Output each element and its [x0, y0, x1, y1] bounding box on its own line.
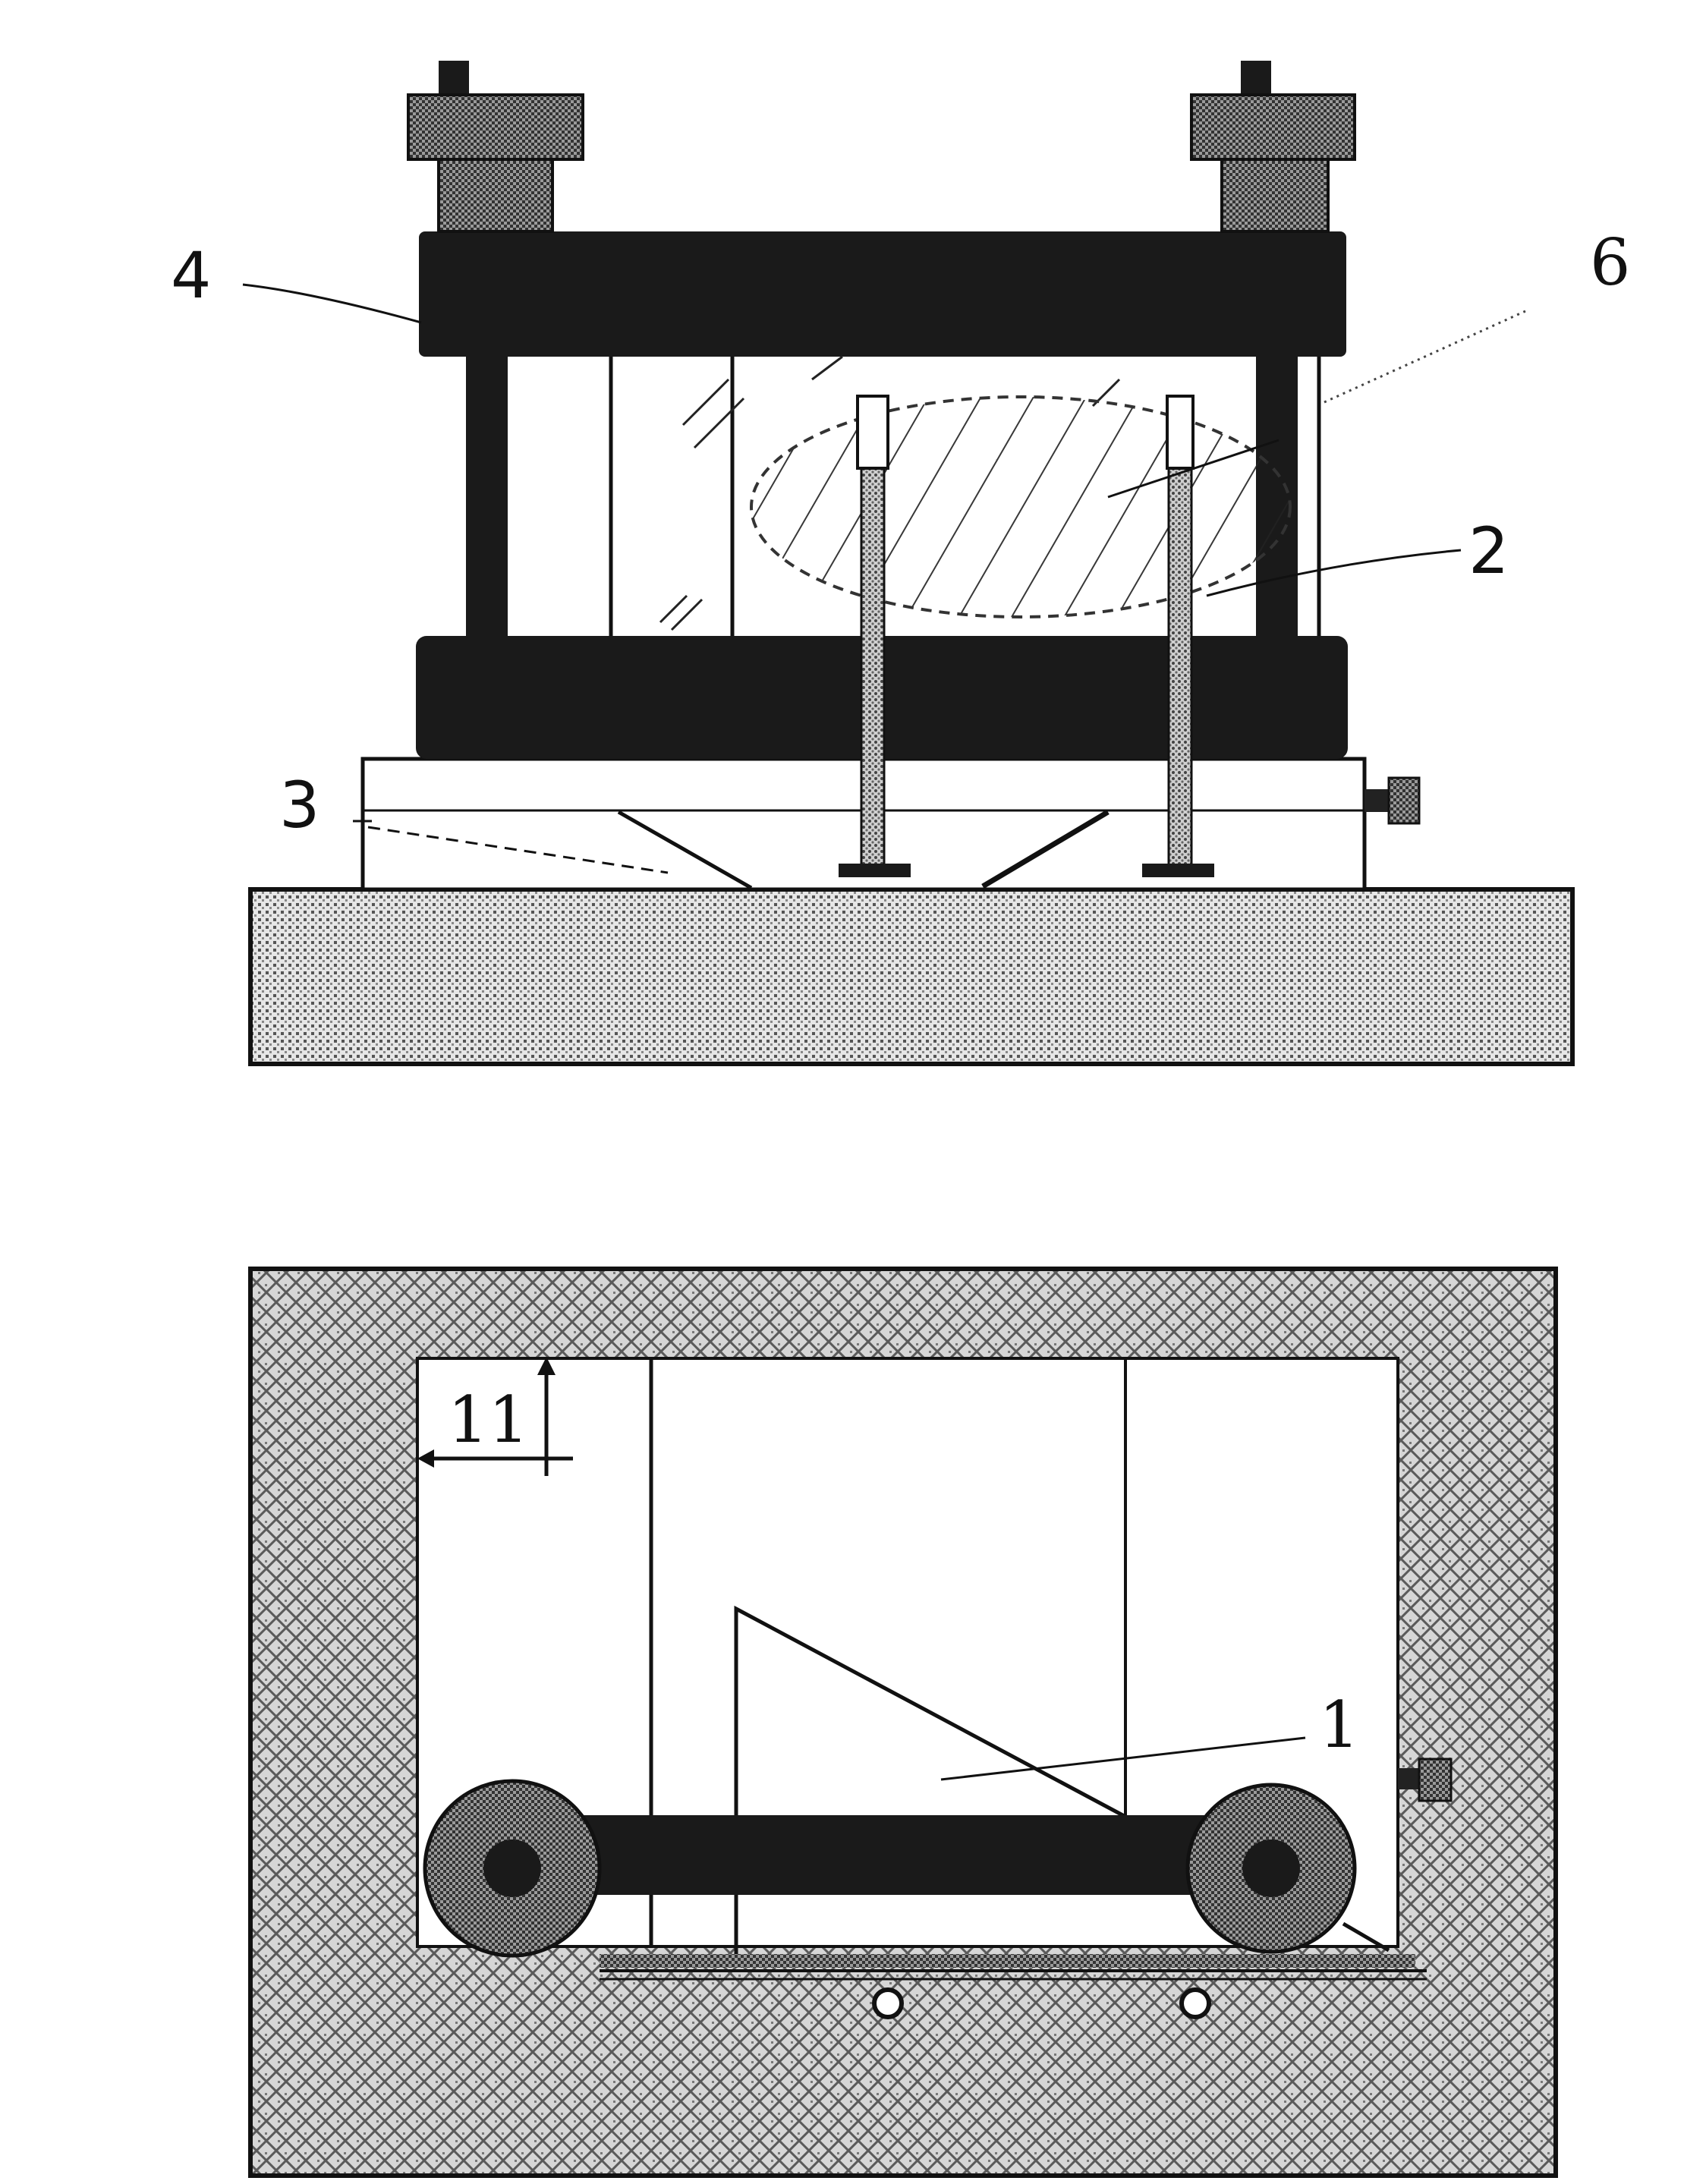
- label-11: 11: [448, 1383, 529, 1457]
- roller-bar: [505, 1815, 1290, 1895]
- base-block: [248, 887, 1575, 1066]
- right-nut: [1190, 61, 1356, 233]
- left-rod-cap: [856, 395, 889, 470]
- label-4: 4: [171, 238, 211, 313]
- left-nut: [407, 61, 584, 233]
- right-rod: [1167, 465, 1193, 867]
- right-roller: [1185, 1783, 1357, 1954]
- left-rod-foot: [839, 864, 911, 877]
- press-plan-view: 11 1: [248, 1267, 1558, 2178]
- bottom-rail: [600, 1954, 1415, 1968]
- left-column: [466, 357, 508, 636]
- press-side-view: 4 6 2 3: [171, 61, 1630, 1066]
- right-rod-foot: [1142, 864, 1214, 877]
- left-roller: [423, 1779, 602, 1958]
- label-6: 6: [1590, 225, 1630, 300]
- side-screw: [1364, 789, 1392, 812]
- rail-wheel-right: [1179, 1987, 1211, 2019]
- rail-wheel-left: [872, 1987, 904, 2019]
- left-rod: [860, 465, 886, 867]
- plan-side-screw: [1398, 1768, 1421, 1789]
- upper-plate: [419, 231, 1346, 357]
- specimen-area: [750, 395, 1292, 618]
- label-3: 3: [279, 768, 319, 842]
- right-rod-cap: [1166, 395, 1195, 470]
- label-2: 2: [1468, 514, 1509, 588]
- label-1: 1: [1319, 1688, 1359, 1762]
